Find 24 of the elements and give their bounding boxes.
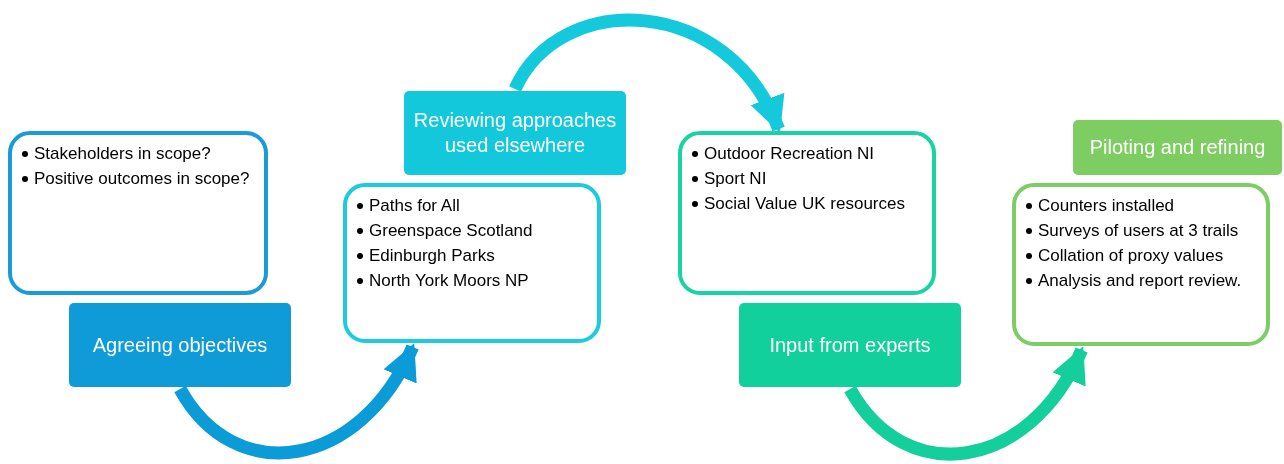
bullet-text: Counters installed: [1038, 195, 1175, 216]
step-title: Input from experts: [769, 332, 931, 358]
curved-arrow: [844, 346, 1088, 461]
bullet-text: Stakeholders in scope?: [34, 143, 211, 164]
bullet-text: Analysis and report review.: [1038, 270, 1242, 291]
step-outline-box: [8, 131, 268, 295]
curved-arrow: [509, 14, 785, 133]
step-title: Piloting and refining: [1089, 135, 1266, 160]
step-title: Agreeing objectives: [92, 332, 268, 358]
bullet-text: Paths for All: [369, 195, 460, 216]
bullet-text: North York Moors NP: [369, 270, 529, 291]
curved-arrow: [174, 343, 419, 460]
step-title: Reviewing approaches used elsewhere: [412, 108, 618, 158]
step-outline-box: [343, 183, 601, 343]
bullet-text: Collation of proxy values: [1038, 245, 1224, 266]
bullet-text: Outdoor Recreation NI: [704, 143, 875, 164]
step-outline-box: [1012, 183, 1270, 346]
bullet-text: Social Value UK resources: [704, 193, 905, 214]
bullet-text: Edinburgh Parks: [369, 245, 495, 266]
bullet-text: Positive outcomes in scope?: [34, 168, 250, 189]
step-outline-box: [678, 131, 936, 295]
bullet-text: Greenspace Scotland: [369, 220, 533, 241]
bullet-text: Surveys of users at 3 trails: [1038, 220, 1239, 241]
bullet-text: Sport NI: [704, 168, 767, 189]
